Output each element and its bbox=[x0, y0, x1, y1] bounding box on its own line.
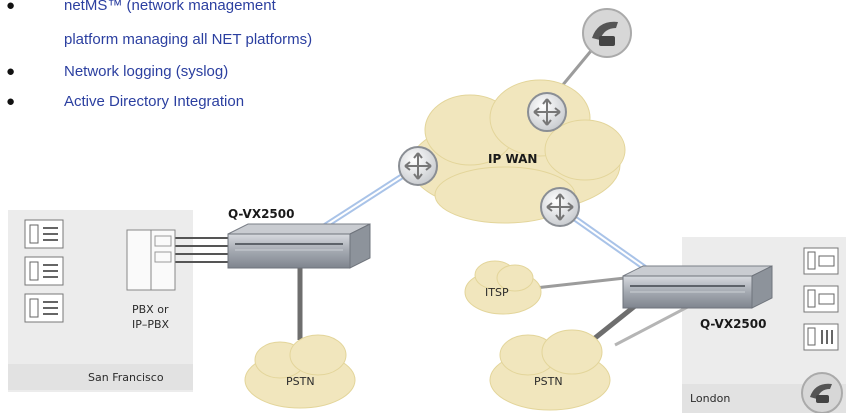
bullet-text-netms-line1: netMS™ (network management bbox=[64, 0, 276, 14]
pstn-right-label: PSTN bbox=[534, 375, 563, 388]
bullet-text-active-directory: Active Directory Integration bbox=[64, 93, 245, 110]
ip-phone-icon bbox=[24, 256, 64, 286]
itsp-label: ITSP bbox=[485, 286, 509, 299]
pbx-cabinet bbox=[126, 229, 176, 291]
device-right-label: Q-VX2500 bbox=[700, 317, 766, 331]
bullet-dot: ● bbox=[6, 0, 16, 14]
itsp-cloud bbox=[464, 260, 542, 315]
router-icon bbox=[540, 187, 580, 227]
pstn-left-label: PSTN bbox=[286, 375, 315, 388]
ip-phone-icon bbox=[24, 219, 64, 249]
ip-phone-icon bbox=[803, 323, 839, 351]
bullet-dot: ● bbox=[6, 63, 16, 80]
bullet-text-logging: Network logging (syslog) bbox=[64, 63, 229, 80]
ip-phone-icon bbox=[803, 285, 839, 313]
bullet-text-netms-line2: platform managing all NET platforms) bbox=[64, 31, 313, 48]
gateway-device-left bbox=[227, 223, 371, 269]
site-label-san-francisco: San Francisco bbox=[88, 371, 164, 384]
ip-phone-icon bbox=[24, 293, 64, 323]
ip-phone-icon bbox=[803, 247, 839, 275]
pbx-label-line2: IP–PBX bbox=[132, 318, 170, 331]
bullet-dot: ● bbox=[6, 93, 16, 110]
device-left-label: Q-VX2500 bbox=[228, 207, 294, 221]
gateway-device-right bbox=[622, 265, 773, 309]
site-label-london: London bbox=[690, 392, 730, 405]
pbx-label-line1: PBX or bbox=[132, 303, 169, 316]
pstn-cloud-left bbox=[244, 334, 356, 409]
pstn-cloud-right bbox=[489, 329, 611, 411]
phone-icon bbox=[582, 8, 632, 58]
router-icon bbox=[527, 92, 567, 132]
ip-wan-label: IP WAN bbox=[488, 152, 537, 166]
router-icon bbox=[398, 146, 438, 186]
phone-icon bbox=[801, 372, 843, 413]
